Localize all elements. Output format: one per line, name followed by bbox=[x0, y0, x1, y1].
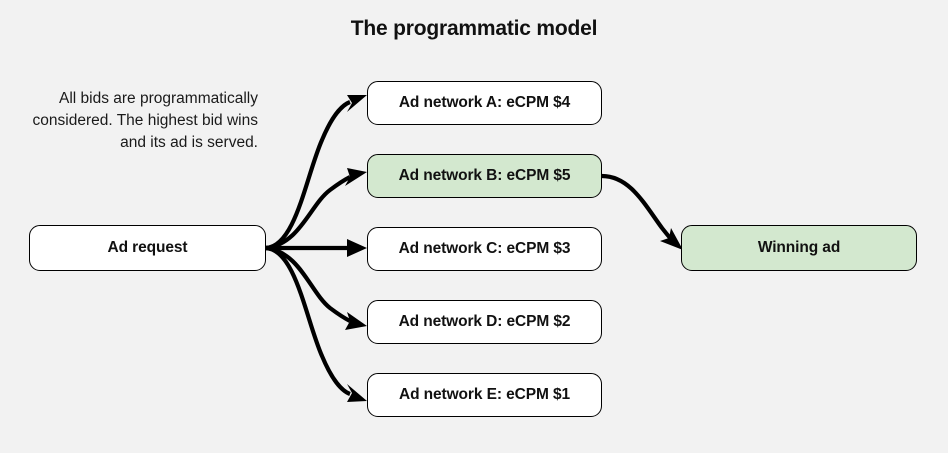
edge-request-to-network-d bbox=[265, 245, 351, 323]
arrowhead-network-e bbox=[347, 384, 367, 402]
arrowhead-winner bbox=[660, 228, 683, 250]
node-winning-ad[interactable]: Winning ad bbox=[681, 225, 917, 271]
node-ad-network-e-label: Ad network E: eCPM $1 bbox=[398, 386, 571, 403]
node-ad-network-a-label: Ad network A: eCPM $4 bbox=[398, 94, 571, 111]
node-ad-network-b-label: Ad network B: eCPM $5 bbox=[398, 167, 571, 184]
arrowhead-network-b bbox=[345, 168, 367, 186]
edge-network-b-to-winner bbox=[601, 173, 674, 242]
node-ad-network-a[interactable]: Ad network A: eCPM $4 bbox=[367, 81, 602, 125]
node-winning-ad-label: Winning ad bbox=[757, 239, 841, 256]
annotation-text: All bids are programmatically considered… bbox=[32, 90, 258, 151]
edge-request-to-network-e bbox=[265, 245, 351, 396]
arrowhead-network-a bbox=[347, 95, 367, 112]
node-ad-network-c[interactable]: Ad network C: eCPM $3 bbox=[367, 227, 602, 271]
arrowhead-network-d bbox=[345, 312, 367, 330]
node-ad-request-label: Ad request bbox=[107, 239, 188, 256]
node-ad-network-e[interactable]: Ad network E: eCPM $1 bbox=[367, 373, 602, 417]
node-ad-network-d[interactable]: Ad network D: eCPM $2 bbox=[367, 300, 602, 344]
edge-request-to-network-b bbox=[265, 175, 351, 251]
node-ad-request[interactable]: Ad request bbox=[29, 225, 266, 271]
arrowhead-network-c bbox=[347, 239, 367, 257]
node-ad-network-b[interactable]: Ad network B: eCPM $5 bbox=[367, 154, 602, 198]
page-title: The programmatic model bbox=[350, 17, 598, 40]
node-ad-network-d-label: Ad network D: eCPM $2 bbox=[398, 313, 571, 330]
node-ad-network-c-label: Ad network C: eCPM $3 bbox=[398, 240, 571, 257]
edge-request-to-network-a bbox=[265, 100, 351, 251]
